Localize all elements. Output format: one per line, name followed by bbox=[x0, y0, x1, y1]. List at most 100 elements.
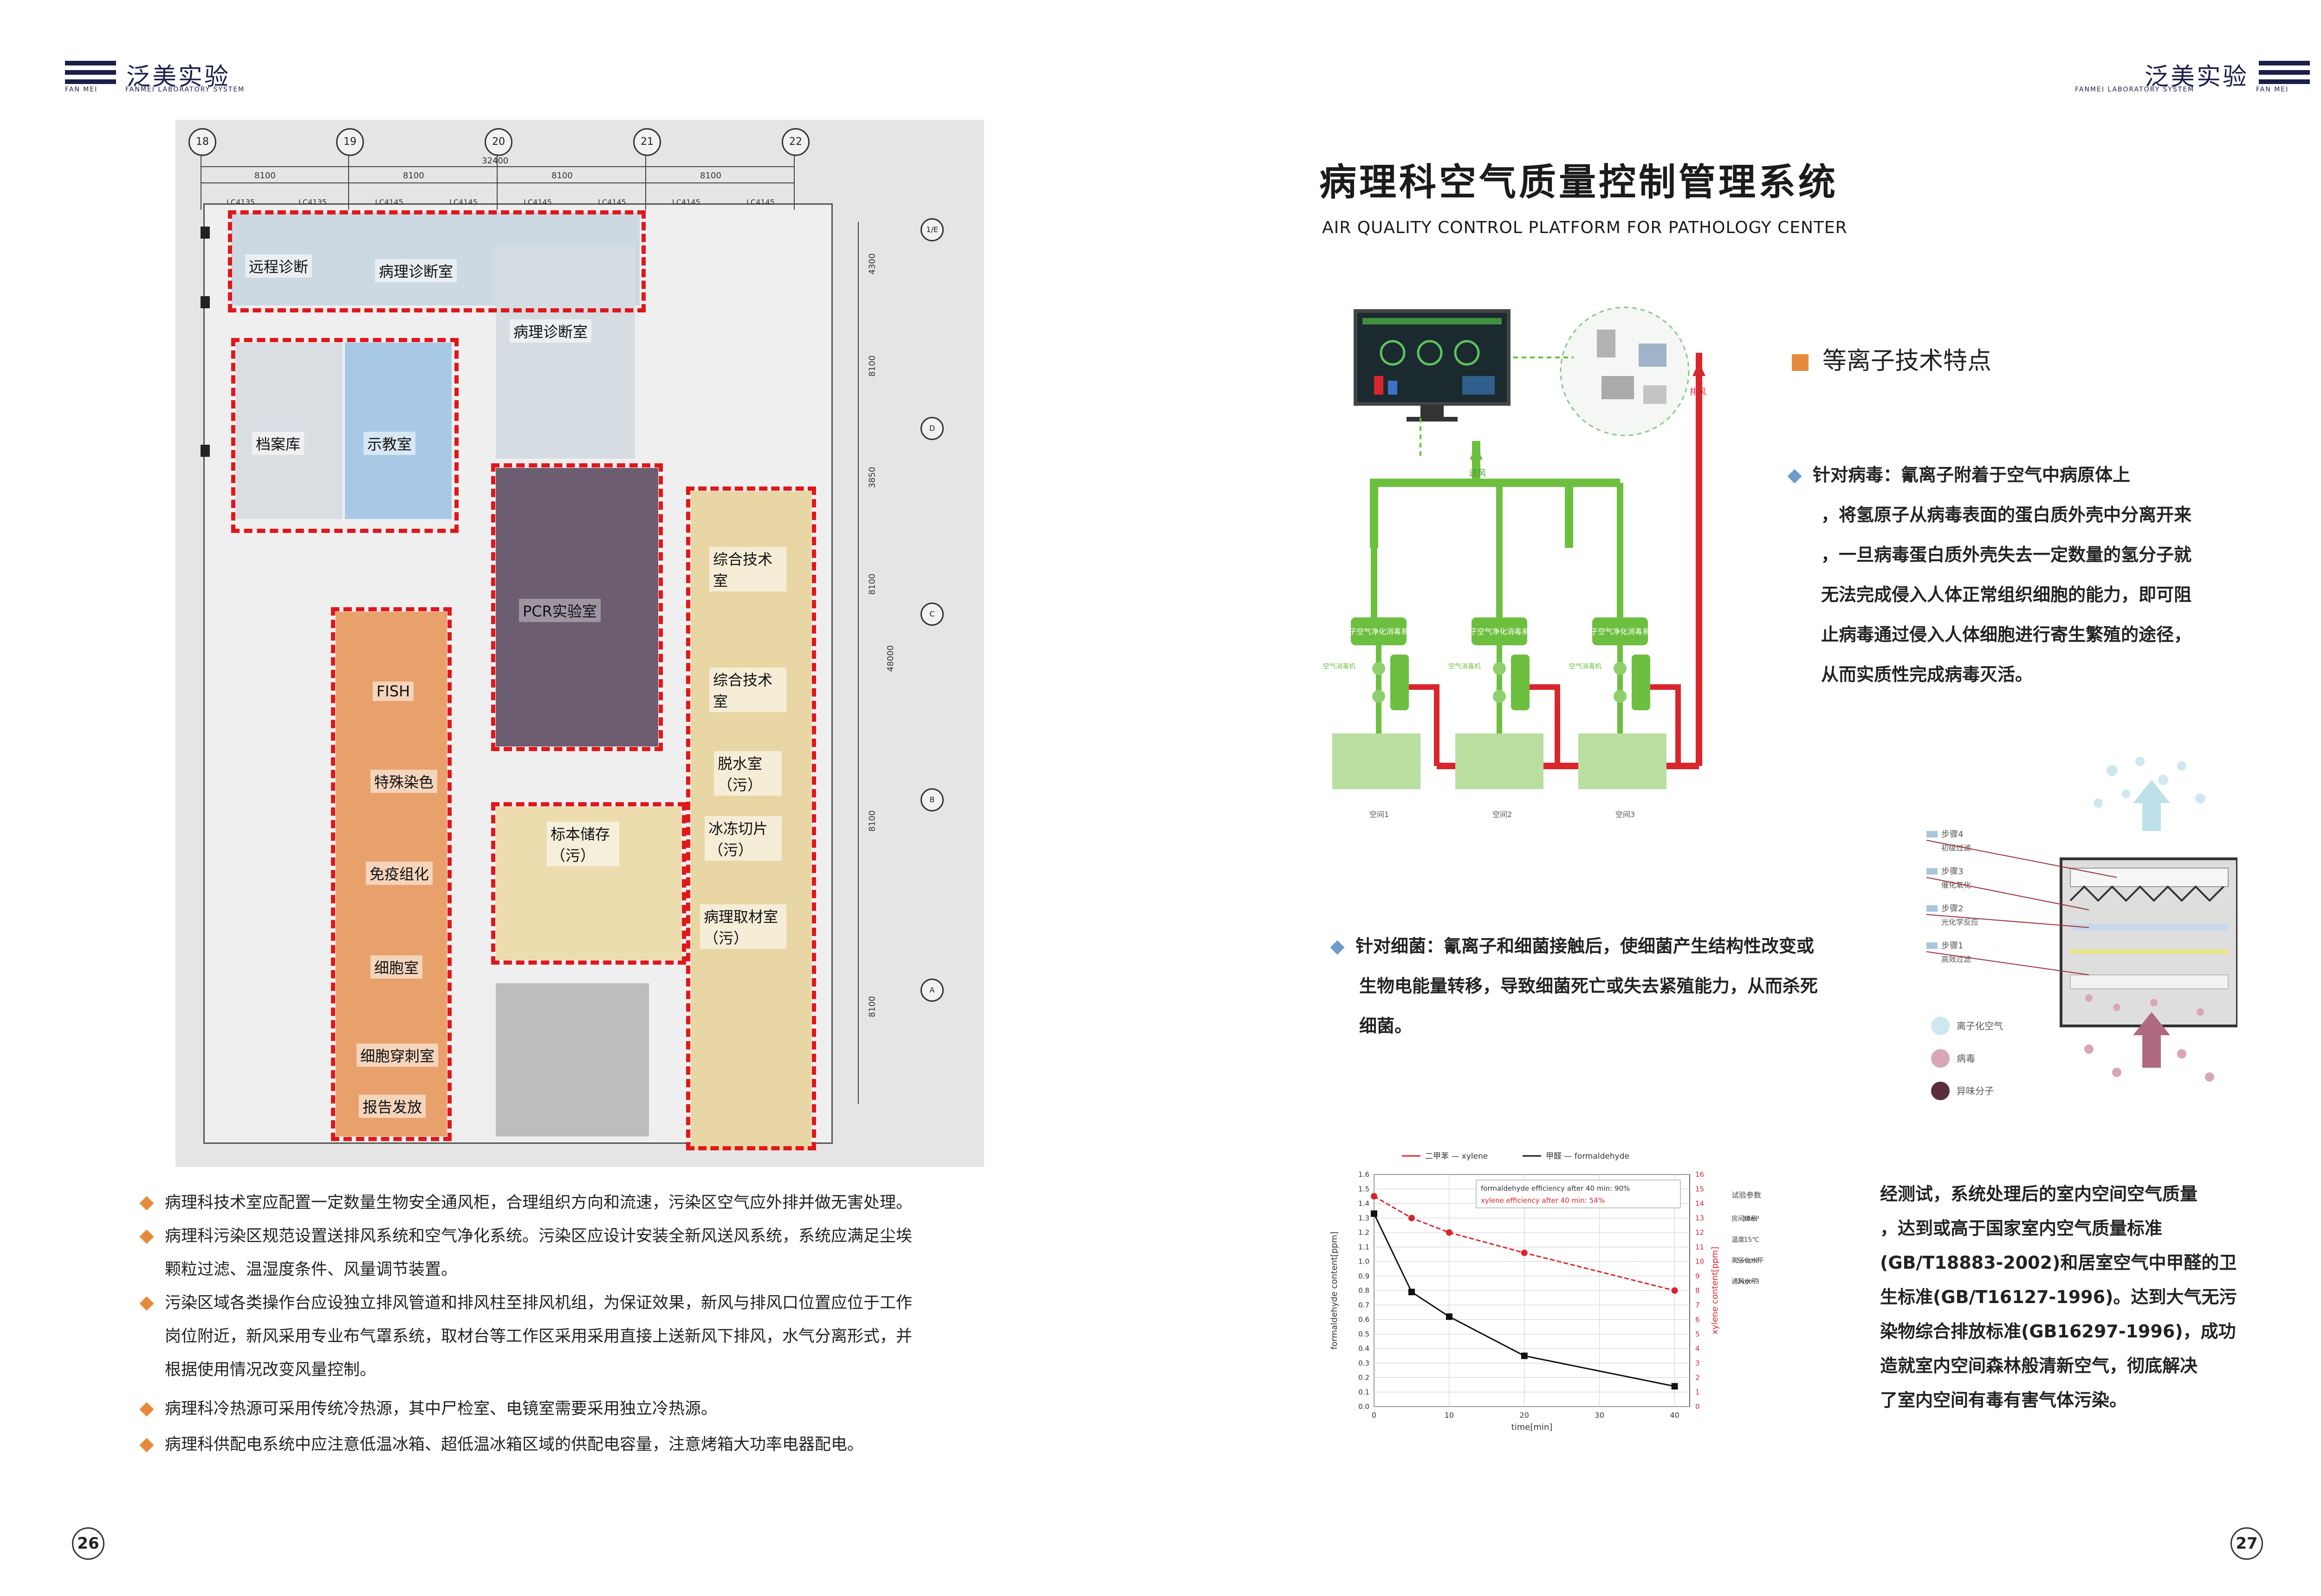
dimension-vertical: 4300 bbox=[867, 253, 877, 275]
structural-column bbox=[201, 227, 210, 239]
param-value: 3vom3 bbox=[1737, 1278, 1759, 1285]
para-line: 细菌。 bbox=[1359, 1016, 1413, 1036]
y-tick-label: 1.6 bbox=[1358, 1170, 1369, 1179]
params-title: 试验参数 bbox=[1731, 1191, 1761, 1200]
diamond-bullet-icon bbox=[139, 1438, 154, 1453]
y-tick-label: 0.8 bbox=[1358, 1286, 1369, 1295]
y-right-tick-label: 16 bbox=[1695, 1170, 1704, 1179]
brand-name: 泛美实验 bbox=[126, 63, 231, 91]
window-code: LC4145 bbox=[375, 198, 403, 207]
dimension-span: 8100 bbox=[403, 171, 424, 181]
y-right-tick-label: 8 bbox=[1695, 1286, 1700, 1295]
para-line: 经测试，系统处理后的室内空间空气质量 bbox=[1880, 1184, 2198, 1204]
room-name: 空间2 bbox=[1492, 810, 1512, 819]
param-value: 5vom8 bbox=[1737, 1257, 1759, 1265]
step-desc: 初级过滤 bbox=[1941, 843, 1971, 852]
y-right-tick-label: 5 bbox=[1695, 1330, 1700, 1338]
grid-column-marker: 19 bbox=[336, 128, 364, 156]
dimension-total: 32400 bbox=[482, 156, 509, 166]
y-right-tick-label: 4 bbox=[1695, 1344, 1700, 1353]
zone-diagnosis2-fill bbox=[496, 245, 635, 459]
virus-particles bbox=[2084, 994, 2214, 1082]
x-tick-label: 40 bbox=[1670, 1411, 1679, 1420]
dimension-span: 8100 bbox=[254, 171, 276, 181]
y-right-tick-label: 2 bbox=[1695, 1374, 1700, 1382]
room-label: 细胞室 bbox=[370, 955, 423, 979]
fresh-air-duct bbox=[1370, 479, 1573, 548]
room-name: 空间3 bbox=[1615, 810, 1635, 819]
dimension-vertical: 8100 bbox=[867, 573, 877, 595]
annotation-text: formaldehyde efficiency after 40 min: 90… bbox=[1481, 1184, 1630, 1193]
room-label: 综合技术室 bbox=[709, 547, 786, 591]
dimension-span: 8100 bbox=[700, 171, 721, 181]
para-line: 生物电能量转移，导致细菌死亡或失去紧殖能力，从而杀死 bbox=[1359, 976, 1818, 996]
boundary-left bbox=[331, 607, 452, 1141]
fresh-air-label: 送风 bbox=[1469, 468, 1486, 478]
boundary-diagnosis bbox=[228, 210, 646, 312]
x-tick-label: 0 bbox=[1372, 1411, 1376, 1420]
y-tick-label: 0.2 bbox=[1358, 1374, 1369, 1382]
legend-label: 异味分子 bbox=[1957, 1085, 1994, 1096]
y-tick-label: 0.1 bbox=[1358, 1388, 1369, 1396]
y-tick-label: 0.7 bbox=[1358, 1301, 1369, 1309]
filter-layer-diagram: 步骤4 初级过滤 步骤3 催化氧化 步骤2 光化学反应 步骤1 高效过滤 离子化… bbox=[1926, 757, 2237, 1100]
grid-row-marker: C bbox=[921, 603, 944, 626]
param-value: 15℃ bbox=[1744, 1236, 1759, 1244]
dimension-vertical: 8100 bbox=[867, 355, 877, 377]
window-code: LC4145 bbox=[449, 198, 478, 207]
dimension-line bbox=[201, 182, 795, 183]
brand-sub: FANMEI LABORATORY SYSTEM bbox=[125, 86, 245, 93]
bullet-text: 病理科供配电系统中应注意低温冰箱、超低温冰箱区域的供配电容量，注意烤箱大功率电器… bbox=[165, 1435, 864, 1454]
room-name: 空间1 bbox=[1369, 810, 1389, 819]
room-box bbox=[1332, 733, 1420, 789]
data-point bbox=[1446, 1313, 1452, 1320]
para-line: (GB/T18883-2002)和居室空气中甲醛的卫 bbox=[1880, 1252, 2237, 1273]
floor-plan: 18 19 20 21 22 32400 8100 8100 8100 8100… bbox=[175, 120, 984, 1167]
dimension-span: 8100 bbox=[551, 171, 573, 181]
legend-label: 离子化空气 bbox=[1957, 1020, 2003, 1032]
brand-sub: FANMEI LABORATORY SYSTEM bbox=[2075, 86, 2195, 93]
annotation-text: xylene efficiency after 40 min: 54% bbox=[1481, 1196, 1605, 1205]
branch-duct bbox=[1371, 483, 1623, 617]
exhaust-label: 排风 bbox=[1690, 387, 1706, 397]
y-right-tick-label: 7 bbox=[1695, 1301, 1700, 1309]
step-label-group: 步骤4 初级过滤 步骤3 催化氧化 步骤2 光化学反应 步骤1 高效过滤 bbox=[1926, 830, 2117, 975]
diamond-bullet-icon bbox=[139, 1196, 154, 1211]
bullet-text: 病理科冷热源可采用传统冷热源，其中尸检室、电镜室需要采用独立冷热源。 bbox=[165, 1400, 718, 1418]
legend-ionized-icon bbox=[1931, 1017, 1950, 1035]
param-value: 30m³ bbox=[1742, 1215, 1759, 1223]
boundary-general bbox=[686, 487, 816, 1150]
room-label: 报告发放 bbox=[359, 1095, 426, 1118]
data-point bbox=[1521, 1352, 1528, 1359]
para-line: 生标准(GB/T16127-1996)。达到大气无污 bbox=[1880, 1287, 2237, 1307]
step-label: 步骤3 bbox=[1941, 867, 1963, 876]
para-line: 无法完成侵入人体正常组织细胞的能力，即可阻 bbox=[1821, 584, 2192, 605]
y-tick-label: 0.0 bbox=[1358, 1402, 1369, 1411]
x-axis-label: time[min] bbox=[1511, 1422, 1553, 1432]
grid-column-marker: 22 bbox=[782, 128, 810, 156]
brand-mark-icon bbox=[65, 58, 116, 91]
legend-label: 甲醛 — formaldehyde bbox=[1546, 1152, 1629, 1161]
zone-stair-fill bbox=[496, 983, 649, 1136]
side-label: 空气消毒机 bbox=[1448, 663, 1481, 670]
page-number-right: 27 bbox=[2230, 1527, 2263, 1560]
data-point bbox=[1408, 1289, 1415, 1296]
room-label: 脱水室（污） bbox=[714, 751, 782, 796]
window-code: LC4145 bbox=[746, 198, 775, 207]
room-label: 免疫组化 bbox=[366, 862, 433, 885]
window-code: LC4145 bbox=[598, 198, 626, 207]
y-right-tick-label: 9 bbox=[1695, 1272, 1700, 1280]
boundary-specimen bbox=[491, 802, 686, 965]
page-number-left: 26 bbox=[72, 1527, 104, 1560]
x-tick-label: 10 bbox=[1445, 1411, 1454, 1420]
room-box bbox=[1455, 733, 1543, 789]
window-code: LC4135 bbox=[298, 198, 327, 207]
grid-row-marker: B bbox=[921, 788, 944, 811]
dimension-line bbox=[858, 222, 859, 1104]
grid-row-marker: 1/E bbox=[921, 218, 944, 241]
grid-line bbox=[348, 154, 349, 210]
room-label: 远程诊断 bbox=[245, 254, 312, 278]
y-tick-label: 1.4 bbox=[1358, 1200, 1369, 1208]
bullet-continuation: 岗位附近，新风采用专业布气罩系统，取材台等工作区采用采用直接上送新风下排风，水气… bbox=[165, 1327, 913, 1346]
para-line: ，达到或高于国家室内空气质量标准 bbox=[1880, 1218, 2163, 1239]
